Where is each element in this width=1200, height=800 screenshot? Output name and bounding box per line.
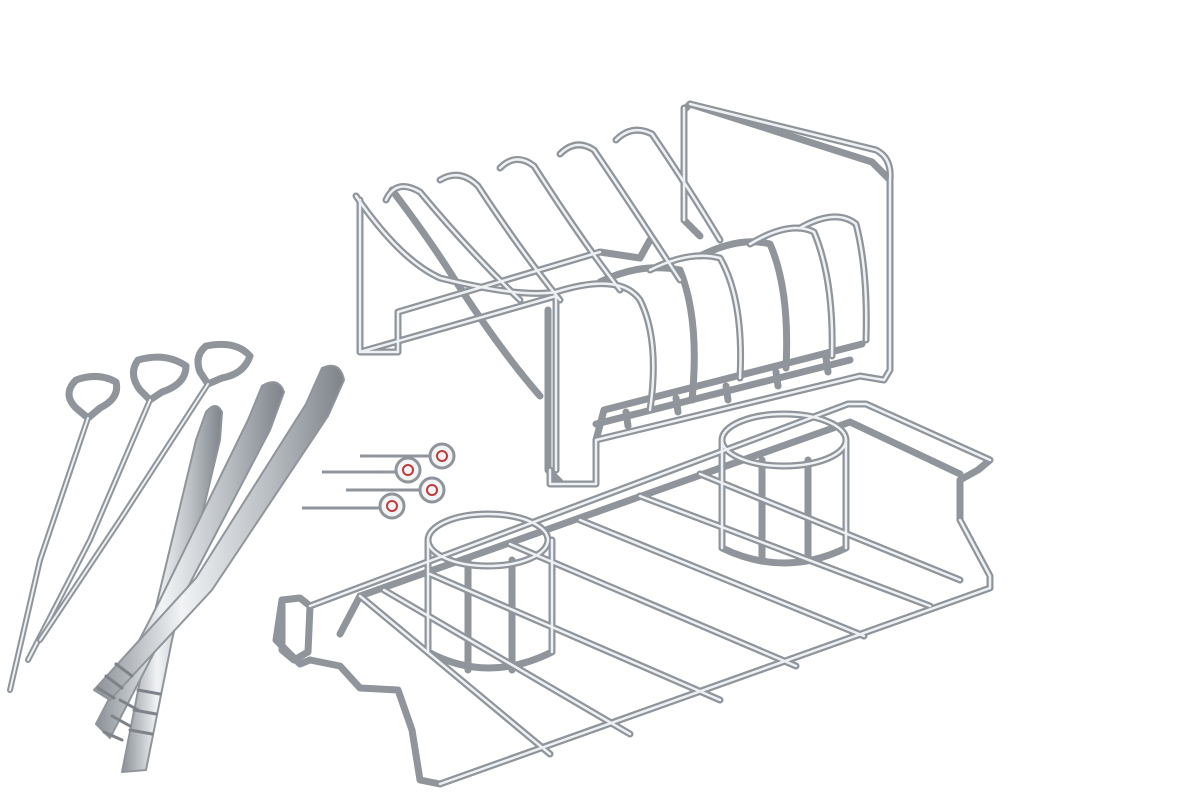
thermometer-icon [302,492,406,520]
meat-thermometers [302,442,456,520]
thermometer-icon [360,442,456,470]
thermometer-icon [322,456,422,484]
skewer-icon [93,364,345,701]
skewer-icon [7,373,121,693]
skewer-icon [37,340,254,643]
thermometer-icon [346,476,446,504]
skewers [7,340,345,773]
skewer-icon [25,353,190,663]
rib-rack [352,100,894,488]
poultry-roaster-rack [272,400,994,788]
